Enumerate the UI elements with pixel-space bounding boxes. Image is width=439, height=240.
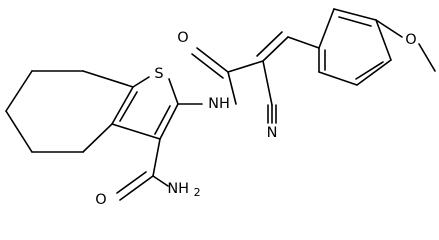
bond-c7a-s xyxy=(132,76,150,88)
bond-c3-c3a xyxy=(111,123,161,140)
bond-carbonyl-calpha xyxy=(227,60,264,73)
bond-aryl-double-2 xyxy=(355,61,384,80)
carboxamide-amine-subscript: 2 xyxy=(194,186,201,199)
carbonyl-oxygen-label: O xyxy=(177,30,188,46)
bond-s-c2 xyxy=(168,78,179,105)
bond-layer xyxy=(5,8,436,201)
bond-ring6-1 xyxy=(82,70,134,88)
carboxamide-amine-main: NH xyxy=(167,181,189,197)
molecule-structure: S NH O N NH 2 O O xyxy=(5,8,436,208)
bond-carbonyl-o xyxy=(196,47,229,73)
bond-aryl-1 xyxy=(318,8,335,49)
bond-amide-c-o-double xyxy=(116,171,147,194)
bond-ring6-6 xyxy=(82,123,113,153)
methoxy-oxygen-label: O xyxy=(405,32,416,48)
carboxamide-amine-label: NH 2 xyxy=(167,181,200,199)
bond-aryl-3 xyxy=(375,19,392,61)
bond-carbonyl-o-double xyxy=(191,53,224,79)
bond-c7a-c3a xyxy=(111,86,134,125)
amide-nh-label: NH xyxy=(208,96,230,112)
bond-c3a-c7a-double xyxy=(119,91,138,122)
bond-amide-c-o xyxy=(119,175,154,201)
bond-calpha-cn xyxy=(262,60,273,106)
bond-ring6-4 xyxy=(5,110,33,153)
bond-c2-c3 xyxy=(159,103,179,140)
bond-aryl-5 xyxy=(318,71,358,86)
bond-calpha-cbeta xyxy=(262,36,289,62)
bond-aryl-4 xyxy=(356,59,392,86)
bond-calpha-cbeta-double xyxy=(256,31,283,57)
atom-label-layer: S NH O N NH 2 O O xyxy=(95,30,416,208)
bond-aryl-double-1 xyxy=(338,16,372,27)
bond-cbeta-aryl xyxy=(287,36,320,49)
sulfur-atom-label: S xyxy=(154,66,163,82)
bond-c3-amide-c xyxy=(152,138,161,177)
bond-o-methyl xyxy=(418,43,436,72)
carboxamide-oxygen-label: O xyxy=(95,192,106,208)
bond-c2-c3-double xyxy=(154,105,171,135)
nitrile-nitrogen-label: N xyxy=(267,125,278,141)
bond-nh-carbonyl xyxy=(227,71,237,105)
bond-amide-c-n xyxy=(152,175,169,187)
bond-aryl-o xyxy=(375,19,403,38)
bond-aryl-2 xyxy=(333,8,377,21)
bond-ring6-3 xyxy=(5,70,33,112)
